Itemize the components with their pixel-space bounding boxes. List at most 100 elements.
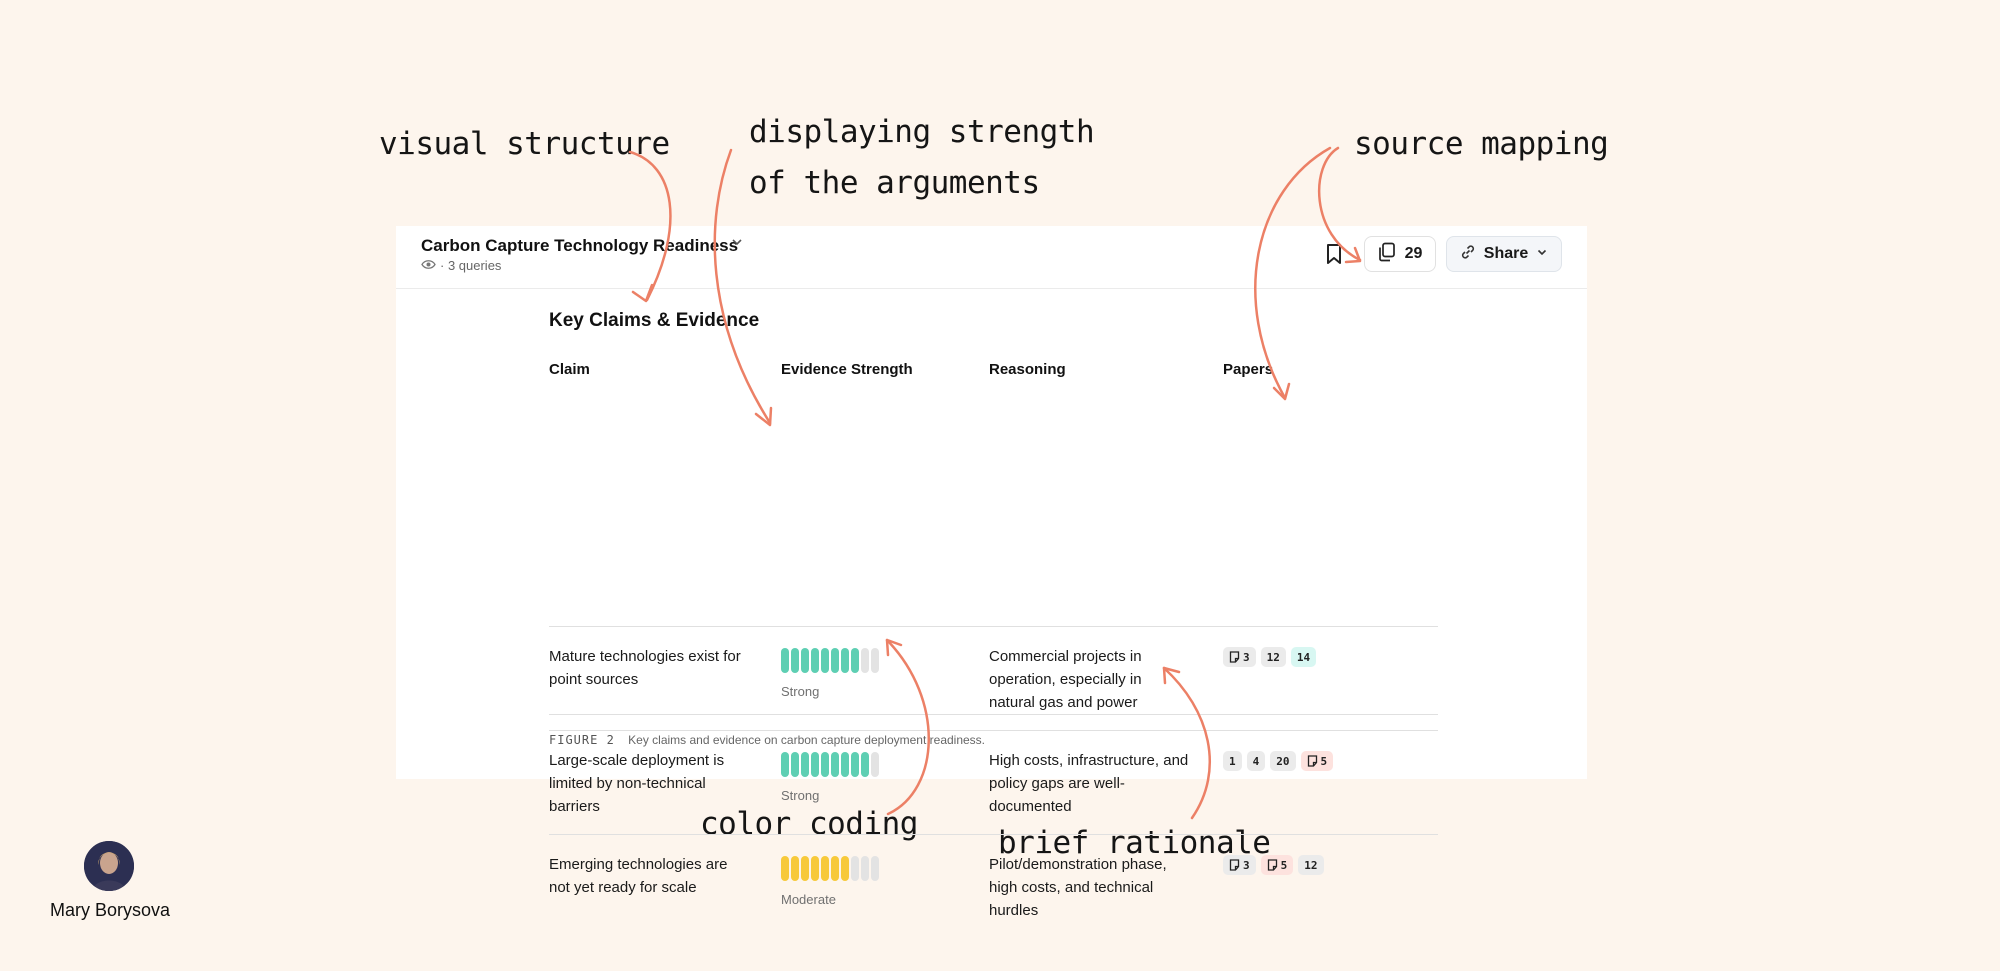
strength-bar-filled <box>851 648 859 673</box>
claim-text: Mature technologies exist for point sour… <box>549 648 741 688</box>
strength-bar-filled <box>791 752 799 777</box>
strength-bar-filled <box>841 856 849 881</box>
strength-bar-empty <box>861 856 869 881</box>
figure-caption: FIGURE 2 Key claims and evidence on carb… <box>549 733 985 747</box>
paper-number: 20 <box>1276 754 1290 768</box>
paper-chip[interactable]: 3 <box>1223 647 1256 667</box>
share-button[interactable]: Share <box>1446 236 1562 272</box>
strength-label: Strong <box>781 788 820 803</box>
table-row: Large-scale deployment is limited by non… <box>549 730 1438 835</box>
column-header-reasoning: Reasoning <box>989 361 1066 378</box>
strength-bar-filled <box>831 752 839 777</box>
strength-bar-filled <box>801 752 809 777</box>
reasoning-text: Pilot/demonstration phase, high costs, a… <box>989 856 1167 919</box>
sources-count: 29 <box>1404 245 1423 262</box>
reasoning-text: Commercial projects in operation, especi… <box>989 648 1142 711</box>
paper-chip[interactable]: 5 <box>1300 751 1334 771</box>
strength-bar-empty <box>871 752 879 777</box>
strength-bar-filled <box>841 648 849 673</box>
chevron-down-icon <box>1536 245 1548 263</box>
strength-bar-filled <box>801 648 809 673</box>
divider <box>549 714 1438 715</box>
query-count: · 3 queries <box>440 258 502 273</box>
strength-bar-filled <box>821 856 829 881</box>
annotation-color-coding: color coding <box>700 806 918 842</box>
strength-bar-filled <box>791 856 799 881</box>
claim-text: Emerging technologies are not yet ready … <box>549 856 728 896</box>
strength-bar-filled <box>781 752 789 777</box>
paper-number: 12 <box>1266 650 1280 664</box>
paper-chip[interactable]: 12 <box>1260 647 1286 667</box>
strength-bar-empty <box>871 648 879 673</box>
sources-count-button[interactable]: 29 <box>1364 236 1436 272</box>
strength-bar-filled <box>821 648 829 673</box>
copy-icon <box>1378 242 1396 267</box>
strength-bar-empty <box>871 856 879 881</box>
strength-bar-filled <box>791 648 799 673</box>
paper-number: 12 <box>1304 858 1318 872</box>
strength-bar-empty <box>851 856 859 881</box>
table-row: Mature technologies exist for point sour… <box>549 626 1438 731</box>
column-header-evidence: Evidence Strength <box>781 361 913 378</box>
strength-meter <box>781 752 879 777</box>
bookmark-icon[interactable] <box>1324 242 1344 266</box>
strength-bar-filled <box>831 856 839 881</box>
annotation-displaying-strength-line2: of the arguments <box>749 165 1040 201</box>
author-name: Mary Borysova <box>50 900 171 920</box>
column-header-claim: Claim <box>549 361 590 378</box>
strength-bar-filled <box>821 752 829 777</box>
paper-chip[interactable]: 3 <box>1223 855 1256 875</box>
document-icon <box>1267 859 1278 871</box>
reasoning-text: High costs, infrastructure, and policy g… <box>989 752 1189 815</box>
annotation-visual-structure: visual structure <box>379 126 670 162</box>
paper-chip[interactable]: 1 <box>1223 751 1242 771</box>
strength-meter <box>781 648 879 673</box>
claim-text: Large-scale deployment is limited by non… <box>549 752 725 815</box>
strength-bar-filled <box>781 648 789 673</box>
link-icon <box>1460 244 1476 265</box>
document-icon <box>1229 651 1240 663</box>
paper-references: 3 12 14 <box>1223 647 1317 667</box>
annotation-displaying-strength-line1: displaying strength <box>749 114 1095 150</box>
paper-chip[interactable]: 14 <box>1290 647 1317 667</box>
eye-icon <box>421 258 436 273</box>
document-icon <box>1307 755 1318 767</box>
paper-number: 14 <box>1296 650 1311 664</box>
share-label: Share <box>1483 245 1529 262</box>
strength-label: Moderate <box>781 892 836 907</box>
strength-bar-filled <box>811 856 819 881</box>
strength-bar-filled <box>831 648 839 673</box>
section-title: Key Claims & Evidence <box>549 310 760 331</box>
figure-label: FIGURE 2 <box>549 733 615 747</box>
paper-references: 3 5 12 <box>1223 855 1324 875</box>
strength-bar-filled <box>811 648 819 673</box>
paper-number: 4 <box>1252 754 1260 768</box>
paper-number: 5 <box>1280 858 1288 872</box>
strength-bar-filled <box>801 856 809 881</box>
claims-card: Carbon Capture Technology Readiness · 3 … <box>396 226 1587 919</box>
strength-meter <box>781 856 879 881</box>
strength-bar-filled <box>851 752 859 777</box>
strength-bar-filled <box>781 856 789 881</box>
page-title: Carbon Capture Technology Readiness <box>421 236 739 255</box>
paper-chip[interactable]: 12 <box>1298 855 1324 875</box>
annotation-source-mapping: source mapping <box>1354 126 1609 162</box>
strength-bar-filled <box>841 752 849 777</box>
avatar <box>84 841 134 891</box>
card-header: Carbon Capture Technology Readiness · 3 … <box>396 226 1587 289</box>
column-header-papers: Papers <box>1223 361 1274 378</box>
strength-label: Strong <box>781 684 820 699</box>
document-icon <box>1229 859 1240 871</box>
caption-text: Key claims and evidence on carbon captur… <box>628 733 986 747</box>
strength-bar-empty <box>861 648 869 673</box>
chevron-down-icon[interactable] <box>730 235 744 252</box>
paper-chip[interactable]: 5 <box>1260 855 1294 875</box>
paper-chip[interactable]: 20 <box>1270 751 1296 771</box>
strength-bar-filled <box>861 752 869 777</box>
table-row: Emerging technologies are not yet ready … <box>549 834 1438 939</box>
paper-number: 3 <box>1243 858 1250 872</box>
paper-number: 3 <box>1243 650 1250 664</box>
query-meta: · 3 queries <box>421 258 501 273</box>
paper-chip[interactable]: 4 <box>1246 751 1266 771</box>
